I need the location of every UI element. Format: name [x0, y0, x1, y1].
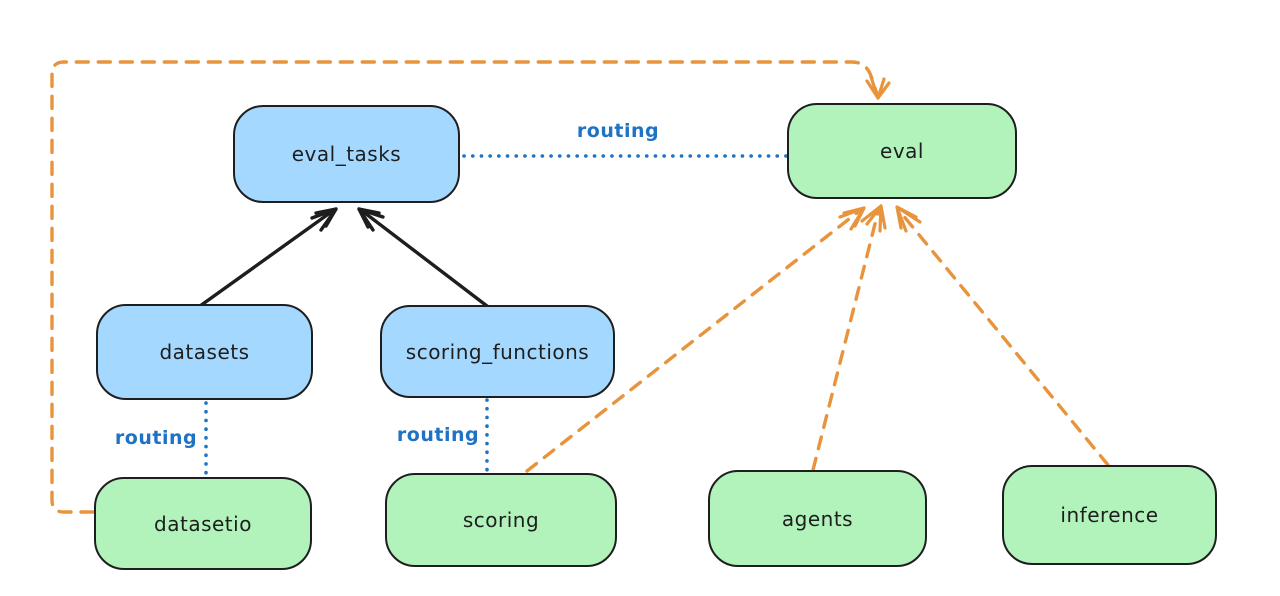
edge-scoring-to-eval — [525, 206, 866, 473]
node-agents-label: agents — [781, 506, 854, 531]
edge-agents-to-eval — [811, 204, 887, 472]
node-datasets: datasets — [96, 304, 313, 400]
edge-datasetio-to-eval — [50, 60, 891, 514]
node-eval-tasks: eval_tasks — [233, 105, 460, 203]
edge-label-routing-datasets-datasetio: routing — [114, 427, 198, 449]
node-eval-label: eval — [880, 139, 924, 163]
node-datasetio-label: datasetio — [154, 511, 252, 536]
node-scoring: scoring — [385, 473, 617, 567]
edge-label-routing-scoring-functions-scoring: routing — [396, 424, 480, 446]
node-eval-tasks-label: eval_tasks — [291, 142, 402, 166]
node-datasetio: datasetio — [94, 477, 312, 570]
node-inference-label: inference — [1060, 503, 1159, 527]
edge-datasets-to-eval-tasks — [198, 207, 338, 308]
edge-scoring-functions-to-eval-tasks — [357, 207, 489, 308]
node-datasets-label: datasets — [159, 340, 250, 364]
node-scoring-functions: scoring_functions — [380, 305, 615, 398]
node-agents: agents — [708, 470, 927, 567]
edge-inference-to-eval — [895, 205, 1110, 467]
node-scoring-functions-label: scoring_functions — [405, 339, 590, 364]
node-scoring-label: scoring — [462, 508, 540, 532]
node-eval: eval — [787, 103, 1017, 199]
edge-label-routing-eval-tasks-eval: routing — [576, 120, 660, 142]
node-inference: inference — [1002, 465, 1217, 565]
